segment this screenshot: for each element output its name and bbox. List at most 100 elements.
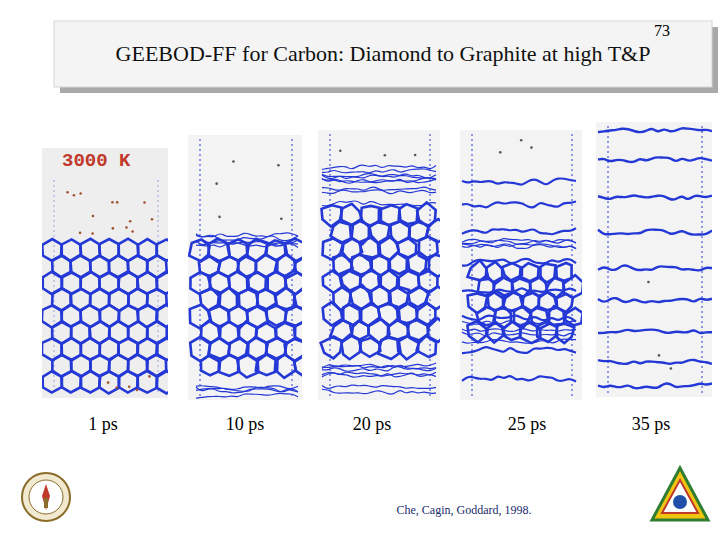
free-atom <box>112 227 115 230</box>
graphite-layer <box>322 179 436 183</box>
diamond-lattice <box>42 239 168 394</box>
graphite-layer <box>196 243 298 248</box>
graphite-layer <box>462 244 576 249</box>
carbon-ring <box>157 371 168 394</box>
slide-title: GEEBOD-FF for Carbon: Diamond to Graphit… <box>116 41 651 67</box>
free-atom <box>79 192 82 195</box>
time-label: 25 ps <box>508 414 547 435</box>
free-atom <box>128 385 131 388</box>
free-atom <box>107 381 110 384</box>
free-atom <box>280 217 283 220</box>
carbon-ring <box>61 371 81 392</box>
free-atom <box>131 230 134 233</box>
graphite-layer <box>598 157 712 162</box>
graphite-layer <box>462 329 576 332</box>
free-atom <box>384 154 387 157</box>
graphite-layer <box>598 298 712 302</box>
citation: Che, Cagin, Goddard, 1998. <box>397 503 532 518</box>
periodic-boundary <box>607 126 608 393</box>
graphite-layer <box>462 201 576 207</box>
graphite-layer <box>322 190 436 194</box>
carbon-ring <box>137 370 157 392</box>
carbon-ring <box>330 320 352 341</box>
carbon-ring <box>256 354 276 375</box>
graphite-layer <box>598 265 712 270</box>
free-atom <box>339 149 342 152</box>
graphite-layer <box>462 376 576 381</box>
free-atom <box>148 375 151 378</box>
graphite-layer <box>322 174 436 178</box>
time-label: 1 ps <box>88 414 118 435</box>
graphite-layer <box>322 363 436 368</box>
free-atom <box>232 160 235 163</box>
free-atom <box>111 201 114 204</box>
carbon-ring <box>397 336 418 359</box>
graphite-layer <box>322 372 436 376</box>
free-atom <box>73 194 76 197</box>
diamond-lattice <box>189 238 302 377</box>
carbon-ring <box>219 355 239 376</box>
free-atom <box>143 201 146 204</box>
graphite-layer <box>598 196 712 200</box>
free-atom <box>79 232 82 235</box>
free-atom <box>218 216 221 219</box>
graphite-layer <box>322 165 436 169</box>
carbon-ring <box>468 293 488 313</box>
carbon-ring <box>229 306 248 328</box>
carbon-ring <box>80 371 100 393</box>
graphite-layer <box>322 389 436 394</box>
panel-ground <box>460 130 582 400</box>
panel-ground <box>596 122 712 397</box>
graphite-layer <box>462 321 576 324</box>
temperature-label: 3000 K <box>62 150 130 172</box>
free-atom <box>520 139 523 142</box>
free-atom <box>116 201 119 204</box>
graphite-layer <box>462 339 576 343</box>
msc-logo <box>652 468 708 520</box>
caltech-logo <box>22 473 70 521</box>
graphite-layer <box>322 169 436 173</box>
free-atom <box>277 164 280 167</box>
graphite-layer <box>598 128 712 132</box>
graphite-layer <box>598 383 712 388</box>
carbon-ring <box>99 372 119 394</box>
graphite-layer <box>598 230 712 235</box>
graphite-layer <box>462 347 576 353</box>
graphite-layer <box>462 178 576 184</box>
free-atom <box>115 386 118 389</box>
free-atom <box>92 215 95 218</box>
free-atom <box>125 226 128 229</box>
free-atom <box>66 191 69 194</box>
carbon-ring <box>321 337 343 359</box>
free-atom <box>530 146 533 149</box>
page-number: 73 <box>654 22 670 40</box>
carbon-ring <box>119 371 138 393</box>
time-label: 20 ps <box>353 414 392 435</box>
carbon-ring <box>417 336 436 357</box>
free-atom <box>658 354 661 357</box>
time-label: 10 ps <box>226 414 265 435</box>
graphite-layer <box>196 387 298 392</box>
graphite-layer <box>462 239 576 243</box>
carbon-ring <box>277 354 296 378</box>
carbon-ring <box>537 322 557 342</box>
graphite-layer <box>196 235 298 240</box>
graphite-layer <box>322 201 436 206</box>
graphite-layer <box>322 175 436 179</box>
carbon-ring <box>341 335 361 360</box>
free-atom <box>670 367 673 370</box>
carbon-ring <box>190 305 211 328</box>
title-box <box>54 21 712 87</box>
graphite-layer <box>462 244 576 249</box>
carbon-ring <box>294 354 302 376</box>
panel-ground <box>42 148 168 398</box>
free-atom <box>215 182 218 185</box>
carbon-ring <box>390 253 407 274</box>
graphite-layer <box>598 360 712 364</box>
graphite-layer <box>322 178 436 183</box>
periodic-boundary <box>701 126 702 393</box>
free-atom <box>499 151 502 154</box>
free-atom <box>414 154 417 157</box>
time-label: 35 ps <box>632 414 671 435</box>
